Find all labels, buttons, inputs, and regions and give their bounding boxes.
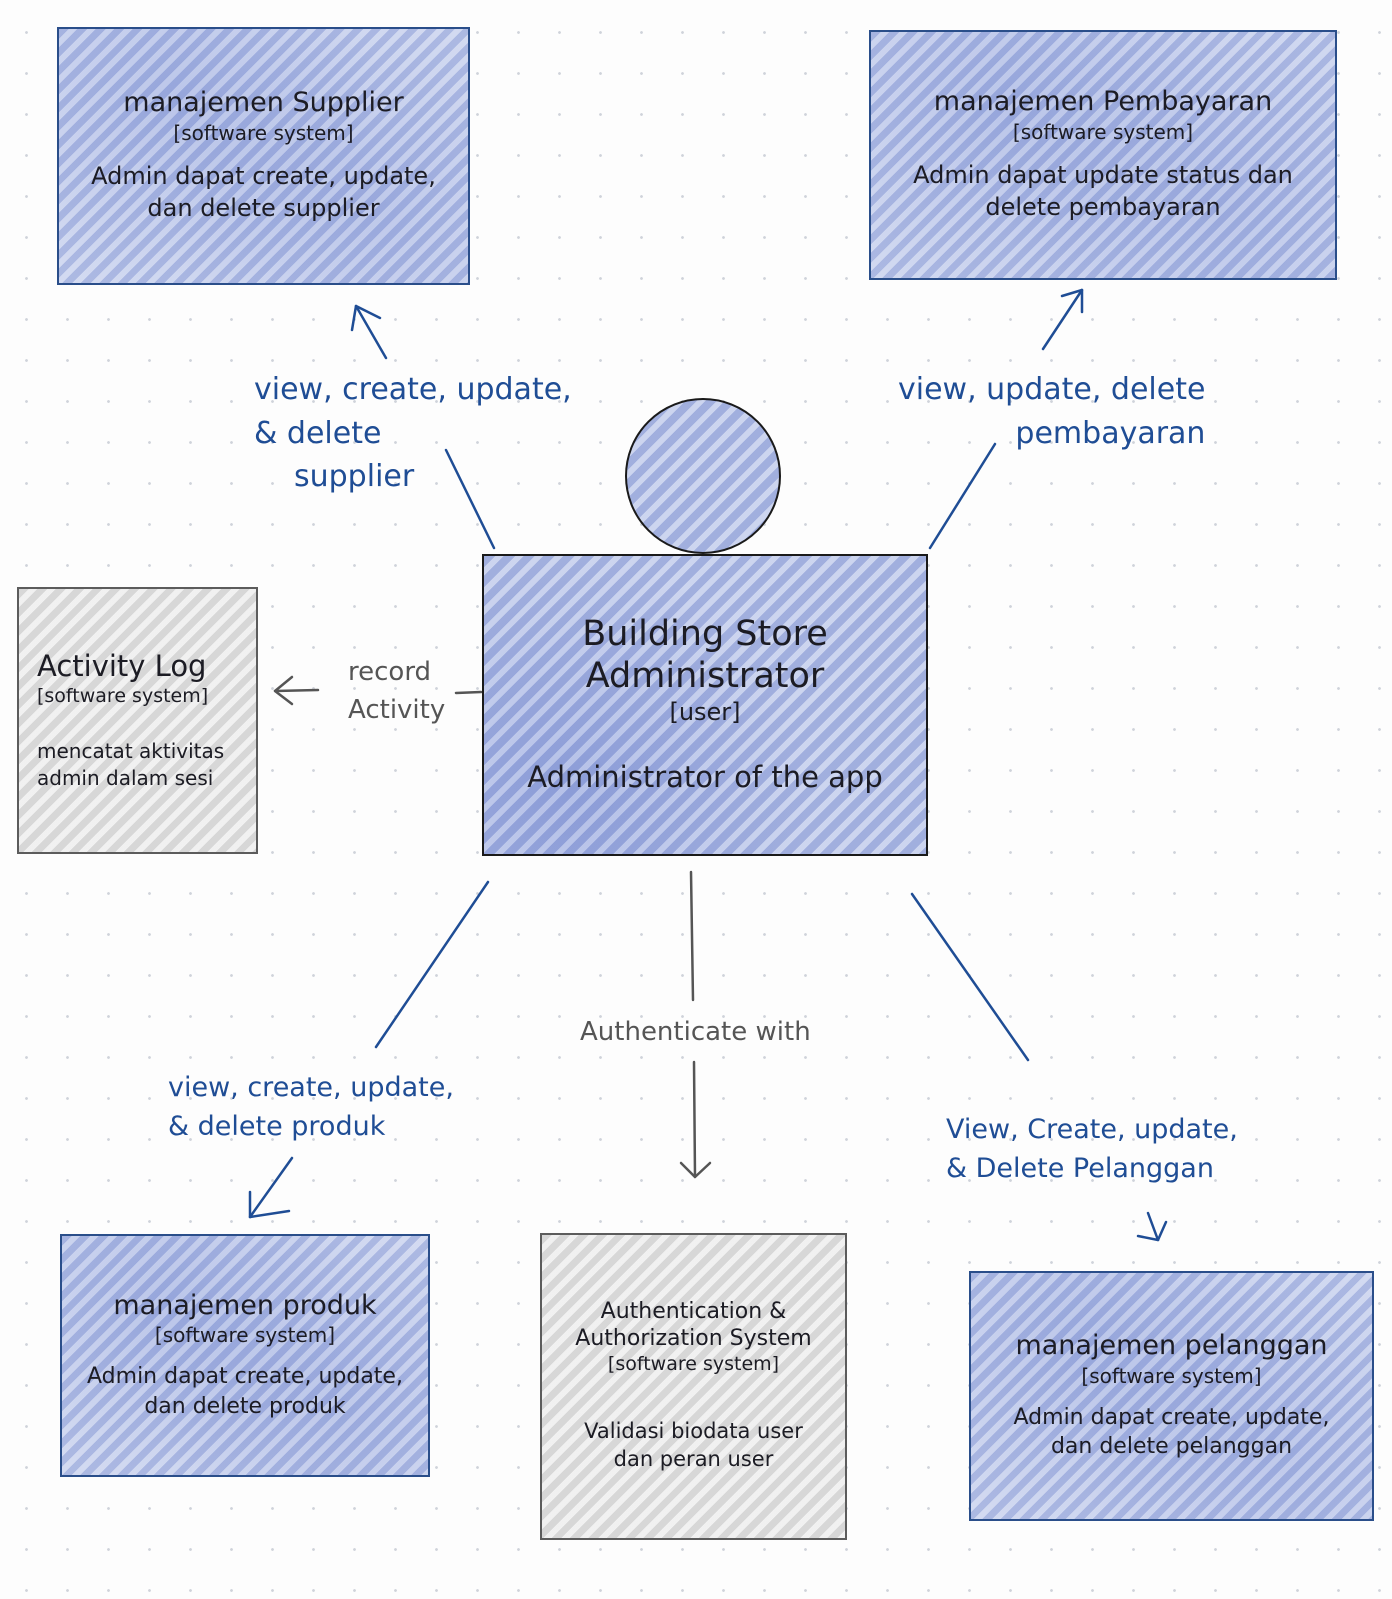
arrow-pembayaran-line [1041, 288, 1084, 351]
relation-activity-line1: record [348, 657, 432, 687]
relation-produk-line2: & delete produk [168, 1111, 386, 1143]
auth-type: [software system] [607, 1353, 780, 1376]
activity-log-title: Activity Log [37, 648, 207, 683]
arrow-supplier [444, 448, 496, 550]
user-title-line1: Building Store [582, 613, 828, 654]
auth-system-box[interactable]: Authentication & Authorization System [s… [540, 1233, 847, 1540]
arrow-produk-head [248, 1190, 291, 1219]
supplier-system-box[interactable]: manajemen Supplier [software system] Adm… [57, 27, 470, 285]
relation-pembayaran-line2: pembayaran [1015, 415, 1206, 451]
arrow-produk-line [248, 1156, 294, 1219]
arrow-activity-head [273, 675, 294, 706]
pembayaran-desc-line1: Admin dapat update status dan [913, 160, 1293, 189]
relation-auth-line1: Authenticate with [580, 1017, 811, 1047]
relation-pelanggan-line2: & Delete Pelanggan [946, 1153, 1214, 1185]
auth-desc-line2: dan peran user [613, 1447, 774, 1472]
relation-supplier-line1: view, create, update, [254, 372, 572, 407]
auth-desc-line1: Validasi biodata user [584, 1418, 803, 1443]
relation-supplier-line2: & delete [254, 415, 382, 451]
pembayaran-system-box[interactable]: manajemen Pembayaran [software system] A… [869, 30, 1337, 280]
auth-title-line2: Authorization System [575, 1325, 812, 1351]
activity-log-desc-line1: mencatat aktivitas [37, 739, 225, 764]
relation-label-pembayaran: view, update, delete pembayaran [898, 368, 1205, 455]
produk-system-box[interactable]: manajemen produk [software system] Admin… [60, 1234, 430, 1477]
pelanggan-system-box[interactable]: manajemen pelanggan [software system] Ad… [969, 1271, 1374, 1521]
user-type: [user] [669, 697, 741, 726]
relation-activity-line2: Activity [348, 694, 446, 725]
pelanggan-desc-line1: Admin dapat create, update, [1013, 1404, 1330, 1430]
arrow-activity [273, 688, 320, 693]
relation-supplier-line3: supplier [294, 459, 415, 494]
pelanggan-title: manajemen pelanggan [1015, 1330, 1328, 1362]
supplier-type: [software system] [173, 120, 354, 145]
arrow-produk [374, 880, 490, 1049]
relation-label-produk: view, create, update, & delete produk [168, 1068, 454, 1146]
activity-log-desc-line2: admin dalam sesi [37, 766, 214, 791]
supplier-desc-line2: dan delete supplier [147, 194, 380, 223]
arrow-pembayaran [928, 442, 997, 550]
produk-desc-line1: Admin dapat create, update, [87, 1364, 403, 1389]
pembayaran-type: [software system] [1012, 119, 1194, 144]
relation-label-supplier: view, create, update, & delete supplier [254, 368, 572, 499]
supplier-title: manajemen Supplier [123, 87, 404, 119]
arrow-auth-line [692, 1060, 697, 1179]
relation-label-activity: record Activity [348, 654, 445, 729]
arrow-pelanggan-line [1146, 1211, 1160, 1242]
relation-produk-line1: view, create, update, [168, 1072, 454, 1103]
user-description: Administrator of the app [527, 760, 883, 795]
pembayaran-desc-line2: delete pembayaran [985, 193, 1221, 222]
arrow-pelanggan [910, 892, 1030, 1062]
arrow-supplier-line [354, 304, 388, 360]
relation-pembayaran-line1: view, update, delete [898, 372, 1206, 407]
produk-desc-line2: dan delete produk [144, 1393, 346, 1419]
user-head-icon [625, 398, 781, 554]
activity-log-system-box[interactable]: Activity Log [software system] mencatat … [17, 587, 258, 854]
arrow-auth-head [679, 1161, 712, 1179]
activity-log-type: [software system] [37, 684, 209, 707]
auth-title-line1: Authentication & [600, 1299, 787, 1325]
relation-label-pelanggan: View, Create, update, & Delete Pelanggan [946, 1110, 1238, 1188]
arrow-pembayaran-head [1060, 288, 1084, 314]
pembayaran-title: manajemen Pembayaran [933, 86, 1273, 118]
relation-pelanggan-line1: View, Create, update, [946, 1114, 1238, 1145]
supplier-desc-line1: Admin dapat create, update, [91, 161, 436, 190]
arrow-pelanggan-head [1136, 1220, 1168, 1242]
pelanggan-type: [software system] [1081, 1363, 1262, 1388]
produk-type: [software system] [154, 1323, 336, 1347]
relation-label-auth: Authenticate with [580, 1014, 811, 1052]
produk-title: manajemen produk [113, 1289, 377, 1321]
pelanggan-desc-line2: dan delete pelanggan [1050, 1434, 1293, 1460]
user-box[interactable]: Building Store Administrator [user] Admi… [482, 554, 928, 856]
arrow-activity-line [454, 690, 483, 695]
arrow-auth [689, 870, 695, 1002]
user-title-line2: Administrator [585, 655, 825, 696]
arrow-supplier-head [350, 304, 382, 332]
